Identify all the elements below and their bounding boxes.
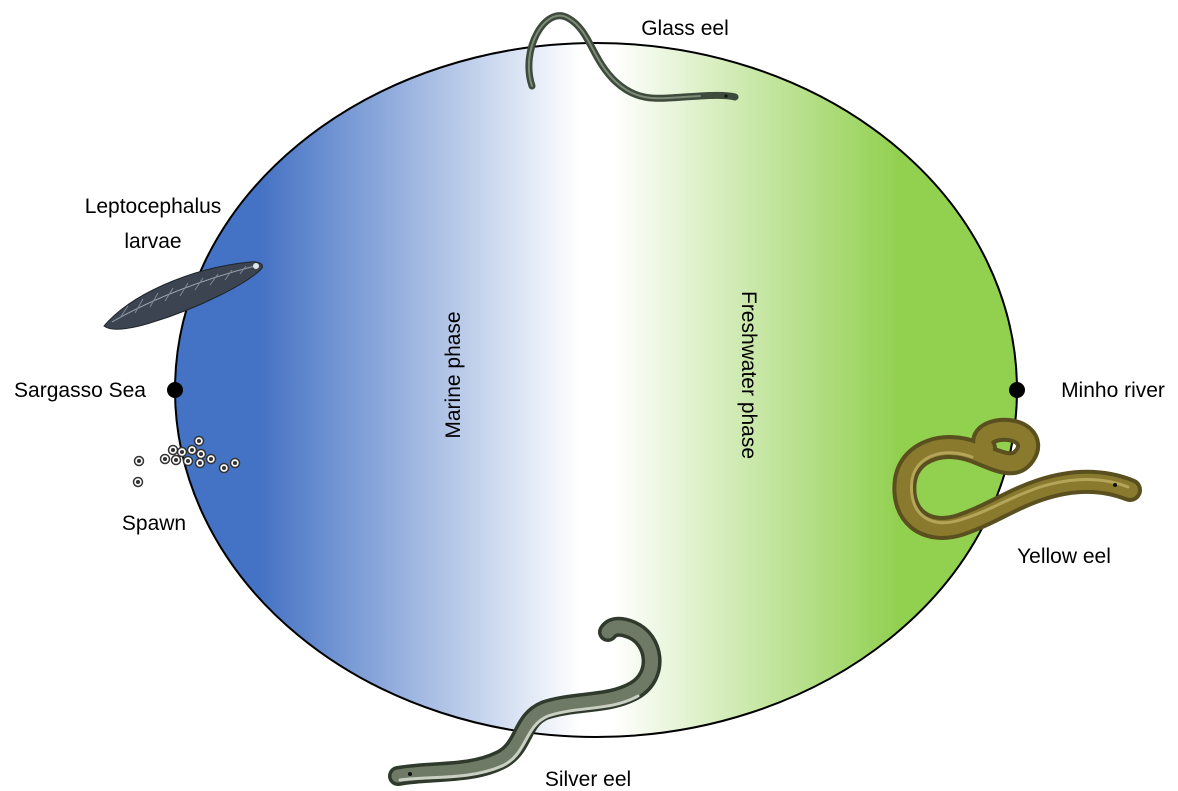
marine-phase-label: Marine phase bbox=[442, 311, 465, 438]
freshwater-phase-label: Freshwater phase bbox=[737, 291, 760, 459]
spawn-label: Spawn bbox=[122, 512, 186, 535]
life-cycle-oval bbox=[175, 43, 1017, 737]
leptocephalus-label-line2: larvae bbox=[124, 230, 181, 253]
silver-eel-label: Silver eel bbox=[545, 768, 631, 791]
leptocephalus-label-line1: Leptocephalus bbox=[85, 195, 222, 218]
glass-eel-label: Glass eel bbox=[641, 17, 729, 40]
yellow-eel-label: Yellow eel bbox=[1017, 545, 1111, 568]
sargasso-sea-marker bbox=[167, 382, 183, 398]
sargasso-sea-label: Sargasso Sea bbox=[14, 379, 146, 402]
minho-river-marker bbox=[1009, 382, 1025, 398]
minho-river-label: Minho river bbox=[1061, 379, 1165, 402]
